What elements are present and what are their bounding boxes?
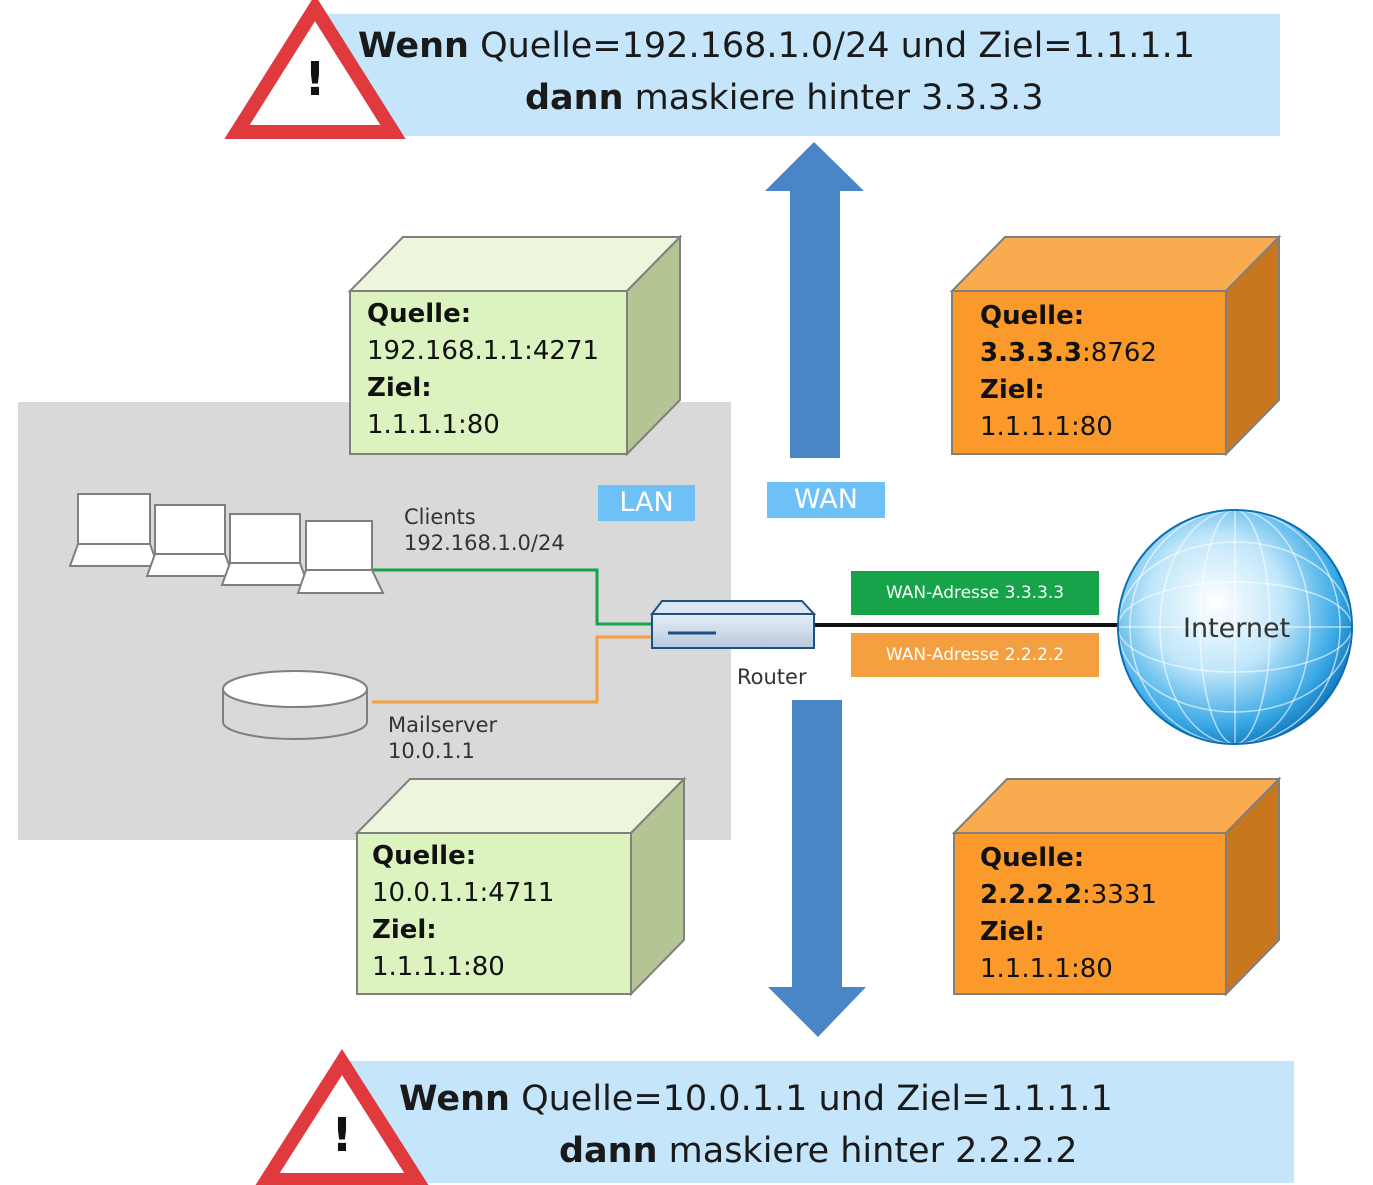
- lan-zone-tag: LAN: [598, 485, 695, 521]
- wan-zone-tag: WAN: [767, 482, 885, 518]
- packet-target-label: Ziel:: [367, 373, 432, 403]
- top-rule-line2: dann maskiere hinter 3.3.3.3: [525, 78, 1044, 118]
- packet-source-port: :3331: [1082, 880, 1157, 910]
- bottom-rule-line2: dann maskiere hinter 2.2.2.2: [559, 1131, 1078, 1171]
- top-rule-if-keyword: Wenn: [358, 26, 469, 66]
- laptop-icon: [220, 513, 310, 586]
- top-rule-condition: Quelle=192.168.1.0/24 und Ziel=1.1.1.1: [480, 26, 1196, 66]
- arrow-down: [768, 700, 866, 1037]
- wan-address-green-badge: WAN-Adresse 3.3.3.3: [851, 571, 1099, 615]
- internet-label: Internet: [1183, 613, 1291, 644]
- packet-box-client-lan: [347, 234, 683, 457]
- mailserver-icon: [222, 670, 368, 740]
- bottom-rule-condition: Quelle=10.0.1.1 und Ziel=1.1.1.1: [521, 1079, 1113, 1119]
- bottom-rule-action: maskiere hinter 2.2.2.2: [668, 1131, 1078, 1171]
- packet-target-label: Ziel:: [980, 375, 1045, 405]
- packet-source-ip: 3.3.3.3: [980, 338, 1082, 368]
- wan-address-orange-badge: WAN-Adresse 2.2.2.2: [851, 633, 1099, 677]
- clients-label: Clients 192.168.1.0/24: [404, 504, 565, 556]
- internet-globe-icon: [1117, 509, 1353, 745]
- packet-client-wan-text: Quelle: 3.3.3.3:8762 Ziel: 1.1.1.1:80: [980, 298, 1157, 446]
- packet-target-value: 1.1.1.1:80: [980, 954, 1113, 984]
- packet-source-label: Quelle:: [372, 841, 477, 871]
- packet-source-value: 192.168.1.1:4271: [367, 336, 600, 366]
- packet-client-lan-text: Quelle: 192.168.1.1:4271 Ziel: 1.1.1.1:8…: [367, 296, 599, 444]
- packet-box-mail-lan: [354, 776, 687, 997]
- packet-source-ip: 2.2.2.2: [980, 880, 1082, 910]
- packet-source-label: Quelle:: [980, 843, 1085, 873]
- top-rule-action: maskiere hinter 3.3.3.3: [634, 78, 1044, 118]
- packet-source-label: Quelle:: [980, 301, 1085, 331]
- router-label: Router: [737, 665, 807, 689]
- packet-box-client-wan: [949, 234, 1282, 457]
- bottom-rule-line1: Wenn Quelle=10.0.1.1 und Ziel=1.1.1.1: [399, 1079, 1113, 1119]
- packet-target-label: Ziel:: [372, 915, 437, 945]
- clients-network: 192.168.1.0/24: [404, 531, 565, 555]
- packet-source-value: 10.0.1.1:4711: [372, 878, 555, 908]
- warning-exclamation-bottom: !: [331, 1108, 353, 1162]
- top-rule-then-keyword: dann: [525, 78, 624, 118]
- warning-exclamation-top: !: [304, 52, 326, 106]
- mailserver-name: Mailserver: [388, 713, 498, 737]
- packet-target-value: 1.1.1.1:80: [367, 410, 500, 440]
- mailserver-label: Mailserver 10.0.1.1: [388, 712, 497, 764]
- packet-source-label: Quelle:: [367, 299, 472, 329]
- clients-name: Clients: [404, 505, 476, 529]
- bottom-rule-if-keyword: Wenn: [399, 1079, 510, 1119]
- bottom-rule-then-keyword: dann: [559, 1131, 658, 1171]
- lan-area: [18, 402, 731, 840]
- mailserver-ip: 10.0.1.1: [388, 739, 475, 763]
- packet-target-value: 1.1.1.1:80: [372, 952, 505, 982]
- packet-target-label: Ziel:: [980, 917, 1045, 947]
- mailserver-link: [372, 635, 655, 704]
- top-rule-banner: Wenn Quelle=192.168.1.0/24 und Ziel=1.1.…: [325, 14, 1280, 136]
- router-icon: [649, 600, 817, 649]
- clients-link: [372, 568, 655, 626]
- packet-mail-wan-text: Quelle: 2.2.2.2:3331 Ziel: 1.1.1.1:80: [980, 840, 1157, 988]
- packet-mail-lan-text: Quelle: 10.0.1.1:4711 Ziel: 1.1.1.1:80: [372, 838, 554, 986]
- packet-target-value: 1.1.1.1:80: [980, 412, 1113, 442]
- top-rule-line1: Wenn Quelle=192.168.1.0/24 und Ziel=1.1.…: [358, 26, 1195, 66]
- laptop-icon: [145, 504, 235, 577]
- laptop-icon: [296, 520, 385, 594]
- laptop-icon: [68, 493, 160, 567]
- arrow-up: [765, 142, 864, 458]
- packet-source-port: :8762: [1082, 338, 1157, 368]
- bottom-rule-banner: Wenn Quelle=10.0.1.1 und Ziel=1.1.1.1 da…: [348, 1061, 1294, 1183]
- packet-box-mail-wan: [951, 776, 1282, 997]
